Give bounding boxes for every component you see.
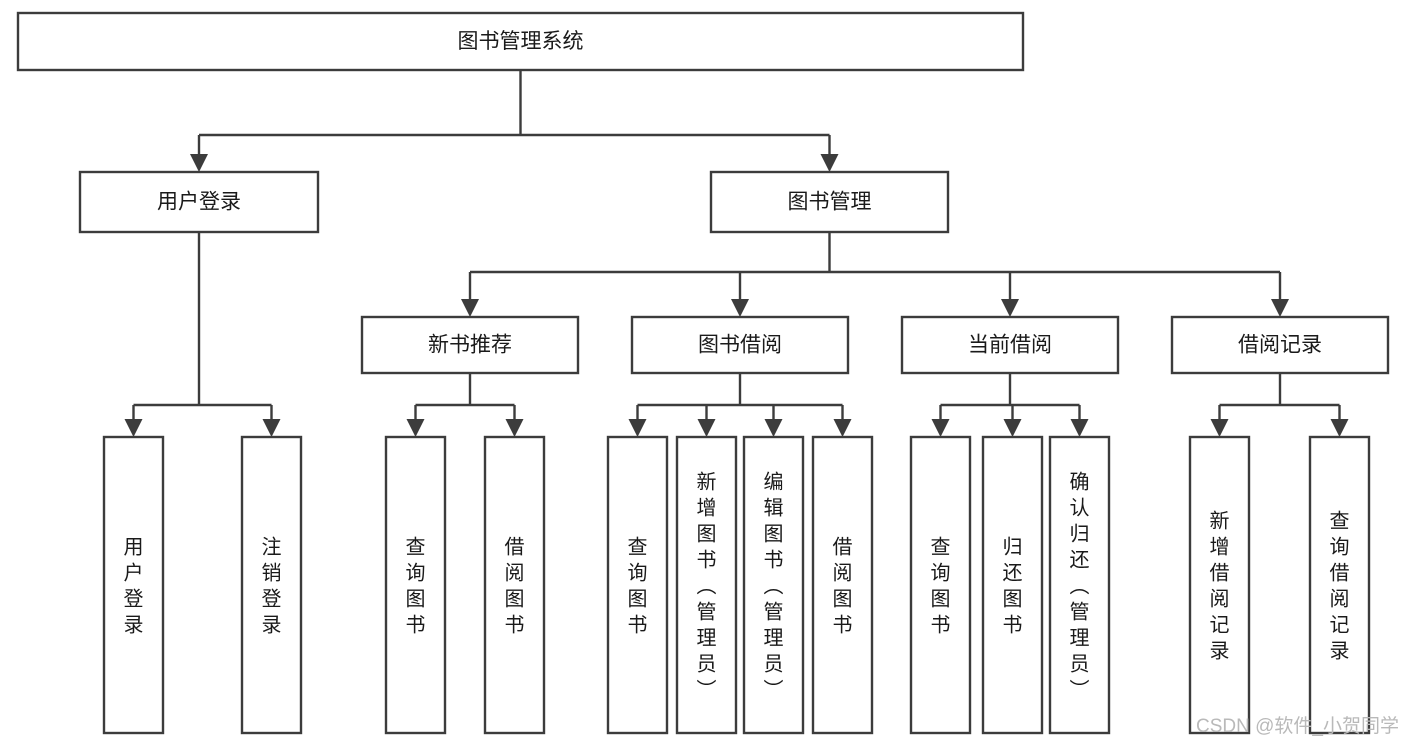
node-leaf-query-record[interactable]: 查询借阅记录 xyxy=(1308,435,1371,735)
node-leaf-edit-book[interactable]: 编辑图书︵管理员︶ xyxy=(742,435,805,735)
node-box-leaf-query-book-rec[interactable] xyxy=(384,435,447,735)
node-box-book-borrow[interactable] xyxy=(630,315,850,375)
node-box-leaf-borrow-book-bor[interactable] xyxy=(811,435,874,735)
arrow-book-manage-arrowhead xyxy=(820,154,839,172)
node-current-borrow[interactable]: 当前借阅 xyxy=(900,315,1120,375)
node-layer: 图书管理系统用户登录图书管理新书推荐图书借阅当前借阅借阅记录用户登录注销登录查询… xyxy=(16,11,1390,735)
node-label-leaf-return-book: 归还图书 xyxy=(1003,535,1023,636)
node-label-leaf-user-login: 用户登录 xyxy=(124,536,144,636)
node-label-leaf-confirm-return: 确认归还︵管理员︶ xyxy=(1070,470,1090,701)
node-label-book-manage: 图书管理 xyxy=(788,191,872,214)
node-leaf-add-record[interactable]: 新增借阅记录 xyxy=(1188,435,1251,735)
node-box-new-book-rec[interactable] xyxy=(360,315,580,375)
node-box-leaf-logout[interactable] xyxy=(240,435,303,735)
node-box-borrow-record[interactable] xyxy=(1170,315,1390,375)
node-root[interactable]: 图书管理系统 xyxy=(16,11,1025,72)
arrow-leaf-borrow-book-bor-arrowhead xyxy=(833,419,852,437)
arrow-leaf-add-book-arrowhead xyxy=(697,419,716,437)
node-label-user-login: 用户登录 xyxy=(157,191,241,214)
node-label-book-borrow: 图书借阅 xyxy=(698,334,782,357)
node-box-book-manage[interactable] xyxy=(709,170,950,234)
node-leaf-borrow-book-bor[interactable]: 借阅图书 xyxy=(811,435,874,735)
node-new-book-rec[interactable]: 新书推荐 xyxy=(360,315,580,375)
node-leaf-query-book-rec[interactable]: 查询图书 xyxy=(384,435,447,735)
arrow-leaf-logout-arrowhead xyxy=(262,419,281,437)
node-box-user-login[interactable] xyxy=(78,170,320,234)
node-box-leaf-return-book[interactable] xyxy=(981,435,1044,735)
node-label-leaf-query-book-cur: 查询图书 xyxy=(931,535,951,636)
arrow-leaf-query-book-cur-arrowhead xyxy=(931,419,950,437)
node-box-leaf-edit-book[interactable] xyxy=(742,435,805,735)
arrow-user-login-arrowhead xyxy=(190,154,208,172)
node-leaf-query-book-cur[interactable]: 查询图书 xyxy=(909,435,972,735)
node-label-current-borrow: 当前借阅 xyxy=(968,334,1052,357)
node-borrow-record[interactable]: 借阅记录 xyxy=(1170,315,1390,375)
node-box-leaf-borrow-book-rec[interactable] xyxy=(483,435,546,735)
csdn-watermark: CSDN @软件_小贺同学 xyxy=(1196,715,1399,737)
arrow-leaf-user-login-arrowhead xyxy=(124,419,143,437)
node-box-leaf-query-book-cur[interactable] xyxy=(909,435,972,735)
arrow-borrow-record-arrowhead xyxy=(1271,299,1289,317)
arrow-new-book-rec-arrowhead xyxy=(461,299,479,317)
node-box-leaf-query-book-bor[interactable] xyxy=(606,435,669,735)
node-box-leaf-query-record[interactable] xyxy=(1308,435,1371,735)
node-label-leaf-query-record: 查询借阅记录 xyxy=(1330,509,1350,662)
arrow-leaf-return-book-arrowhead xyxy=(1003,419,1022,437)
node-label-root: 图书管理系统 xyxy=(458,30,584,53)
arrow-leaf-query-record-arrowhead xyxy=(1330,419,1349,437)
node-label-borrow-record: 借阅记录 xyxy=(1238,334,1322,357)
node-label-leaf-query-book-rec: 查询图书 xyxy=(406,535,426,636)
node-box-current-borrow[interactable] xyxy=(900,315,1120,375)
node-leaf-borrow-book-rec[interactable]: 借阅图书 xyxy=(483,435,546,735)
node-leaf-query-book-bor[interactable]: 查询图书 xyxy=(606,435,669,735)
node-box-leaf-add-record[interactable] xyxy=(1188,435,1251,735)
arrow-leaf-query-book-bor-arrowhead xyxy=(628,419,647,437)
node-box-leaf-add-book[interactable] xyxy=(675,435,738,735)
node-leaf-logout[interactable]: 注销登录 xyxy=(240,435,303,735)
node-label-leaf-query-book-bor: 查询图书 xyxy=(628,535,648,636)
node-box-leaf-user-login[interactable] xyxy=(102,435,165,735)
node-leaf-confirm-return[interactable]: 确认归还︵管理员︶ xyxy=(1048,435,1111,735)
node-box-root[interactable] xyxy=(16,11,1025,72)
node-label-leaf-edit-book: 编辑图书︵管理员︶ xyxy=(764,470,784,701)
node-label-leaf-add-book: 新增图书︵管理员︶ xyxy=(697,470,717,701)
node-box-leaf-confirm-return[interactable] xyxy=(1048,435,1111,735)
arrow-leaf-query-book-rec-arrowhead xyxy=(406,419,425,437)
arrow-leaf-add-record-arrowhead xyxy=(1210,419,1229,437)
node-label-leaf-logout: 注销登录 xyxy=(262,535,282,636)
connector-layer xyxy=(124,70,1349,437)
node-leaf-add-book[interactable]: 新增图书︵管理员︶ xyxy=(675,435,738,735)
node-label-leaf-borrow-book-bor: 借阅图书 xyxy=(833,535,853,636)
arrow-leaf-edit-book-arrowhead xyxy=(764,419,783,437)
node-label-leaf-add-record: 新增借阅记录 xyxy=(1210,509,1230,662)
arrow-book-borrow-arrowhead xyxy=(731,299,749,317)
arrow-leaf-borrow-book-rec-arrowhead xyxy=(505,419,524,437)
node-book-manage[interactable]: 图书管理 xyxy=(709,170,950,234)
node-user-login[interactable]: 用户登录 xyxy=(78,170,320,234)
node-label-new-book-rec: 新书推荐 xyxy=(428,334,512,357)
arrow-current-borrow-arrowhead xyxy=(1001,299,1019,317)
node-book-borrow[interactable]: 图书借阅 xyxy=(630,315,850,375)
node-leaf-user-login[interactable]: 用户登录 xyxy=(102,435,165,735)
node-label-leaf-borrow-book-rec: 借阅图书 xyxy=(505,535,525,636)
node-leaf-return-book[interactable]: 归还图书 xyxy=(981,435,1044,735)
arrow-leaf-confirm-return-arrowhead xyxy=(1070,419,1089,437)
